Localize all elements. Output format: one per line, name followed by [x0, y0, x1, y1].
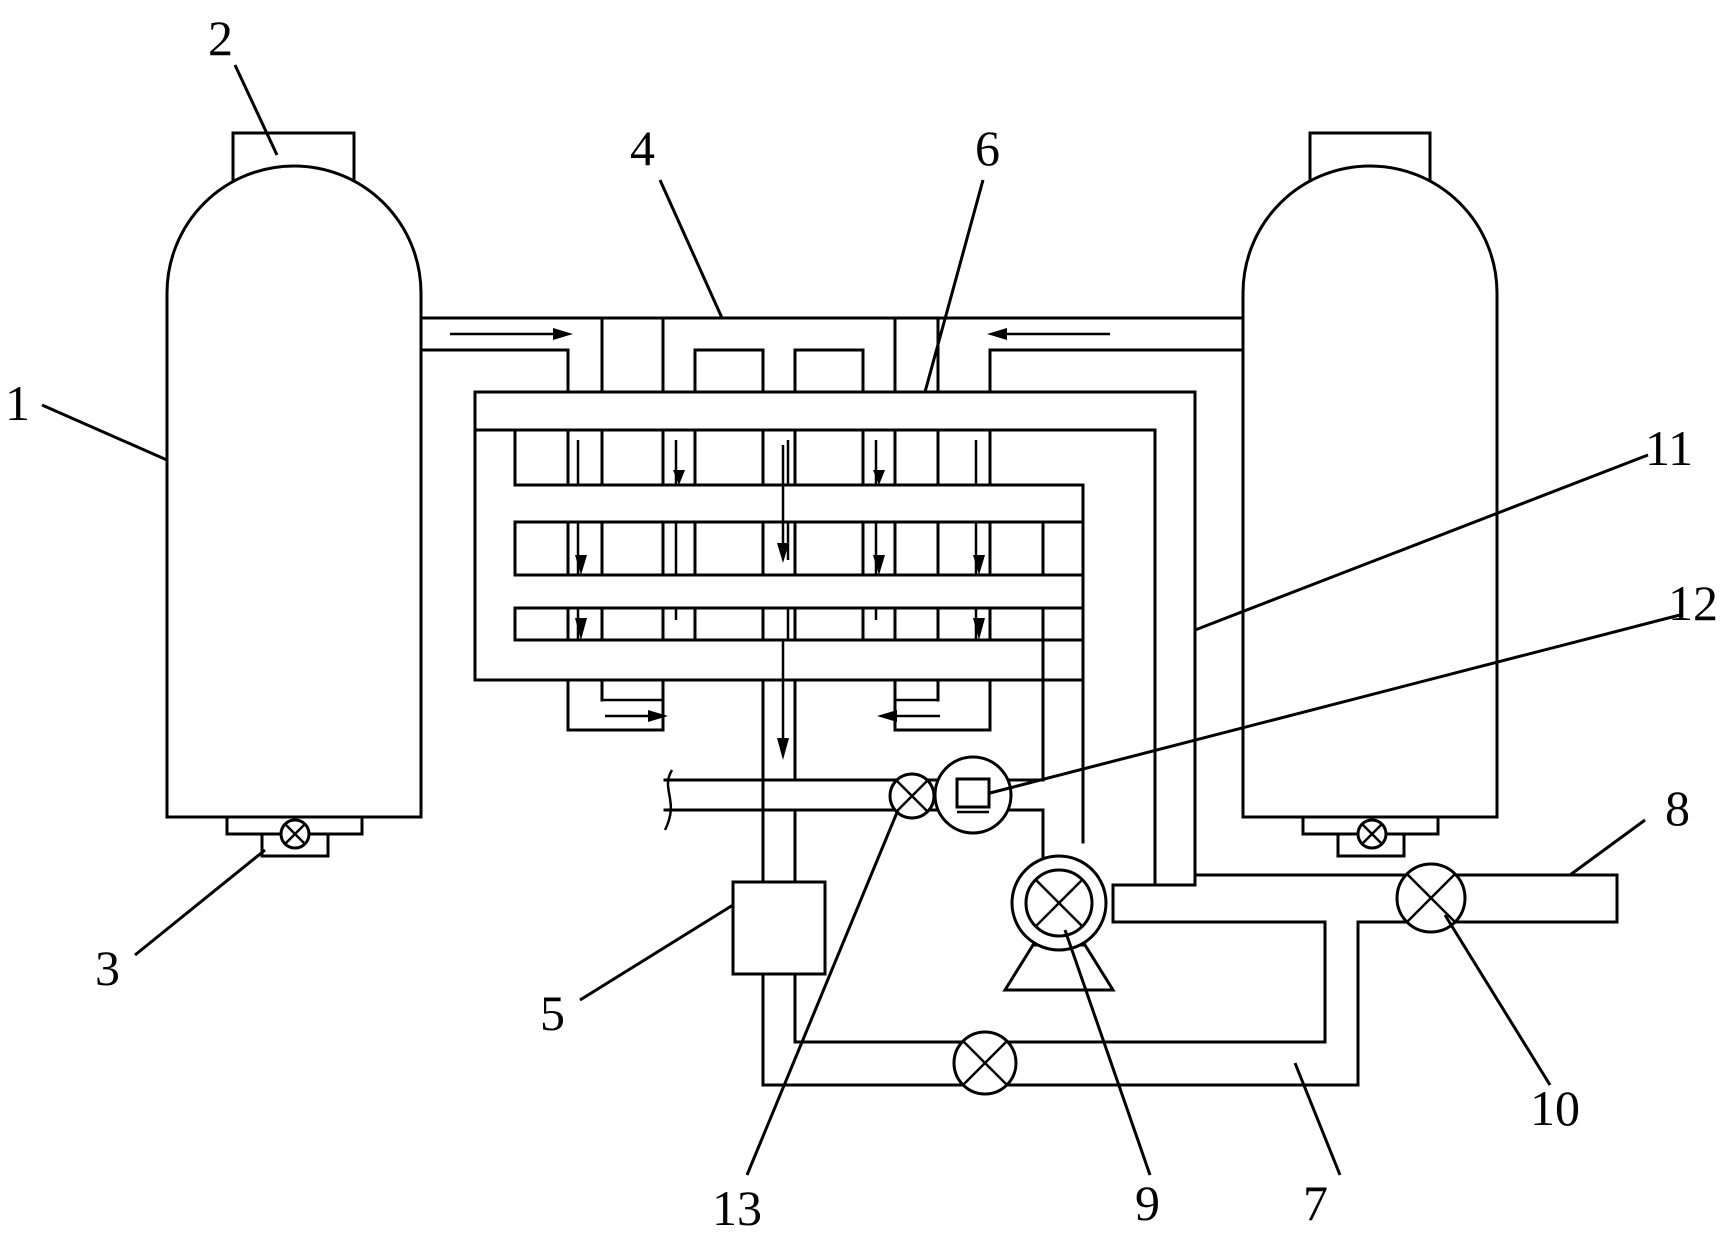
label-7: 7 — [1303, 1175, 1328, 1231]
left-tank-drain-valve-icon — [279, 818, 311, 850]
label-9: 9 — [1135, 1175, 1160, 1231]
label-11: 11 — [1645, 420, 1693, 476]
bottom-outlet-pipes — [566, 640, 992, 882]
label-13: 13 — [712, 1180, 762, 1233]
label-1: 1 — [5, 375, 30, 431]
label-8: 8 — [1665, 780, 1690, 836]
left-tank-body — [165, 164, 423, 819]
pressure-gauge-icon — [933, 755, 1013, 835]
label-4: 4 — [630, 120, 655, 176]
right-tank-body — [1241, 164, 1499, 819]
exchanger-flow-arrows — [575, 445, 985, 640]
left-tank — [165, 131, 423, 858]
top-flow-arrows — [450, 328, 1110, 340]
right-tank — [1241, 131, 1499, 858]
exchanger-inner-channels — [576, 440, 978, 640]
right-tank-drain-valve-icon — [1356, 818, 1388, 850]
return-loop-pipes — [761, 883, 1397, 1087]
label-3: 3 — [95, 940, 120, 996]
pump-icon — [1002, 854, 1116, 992]
label-2: 2 — [208, 10, 233, 66]
label-12: 12 — [1668, 575, 1718, 631]
exchanger-columns — [566, 428, 992, 642]
return-loop-valve-icon — [952, 1030, 1018, 1096]
outlet-pipe — [1393, 873, 1619, 924]
callout-labels: 2 1 3 4 6 11 12 8 10 7 9 13 5 — [5, 10, 1718, 1233]
label-5: 5 — [540, 985, 565, 1041]
outlet-valve-icon — [1395, 862, 1467, 934]
leader-lines — [41, 64, 1681, 1176]
filter-box — [731, 880, 827, 976]
inlet-valve-icon — [888, 772, 936, 820]
top-inlet-pipes — [419, 316, 1245, 394]
label-6: 6 — [975, 120, 1000, 176]
label-10: 10 — [1530, 1080, 1580, 1136]
